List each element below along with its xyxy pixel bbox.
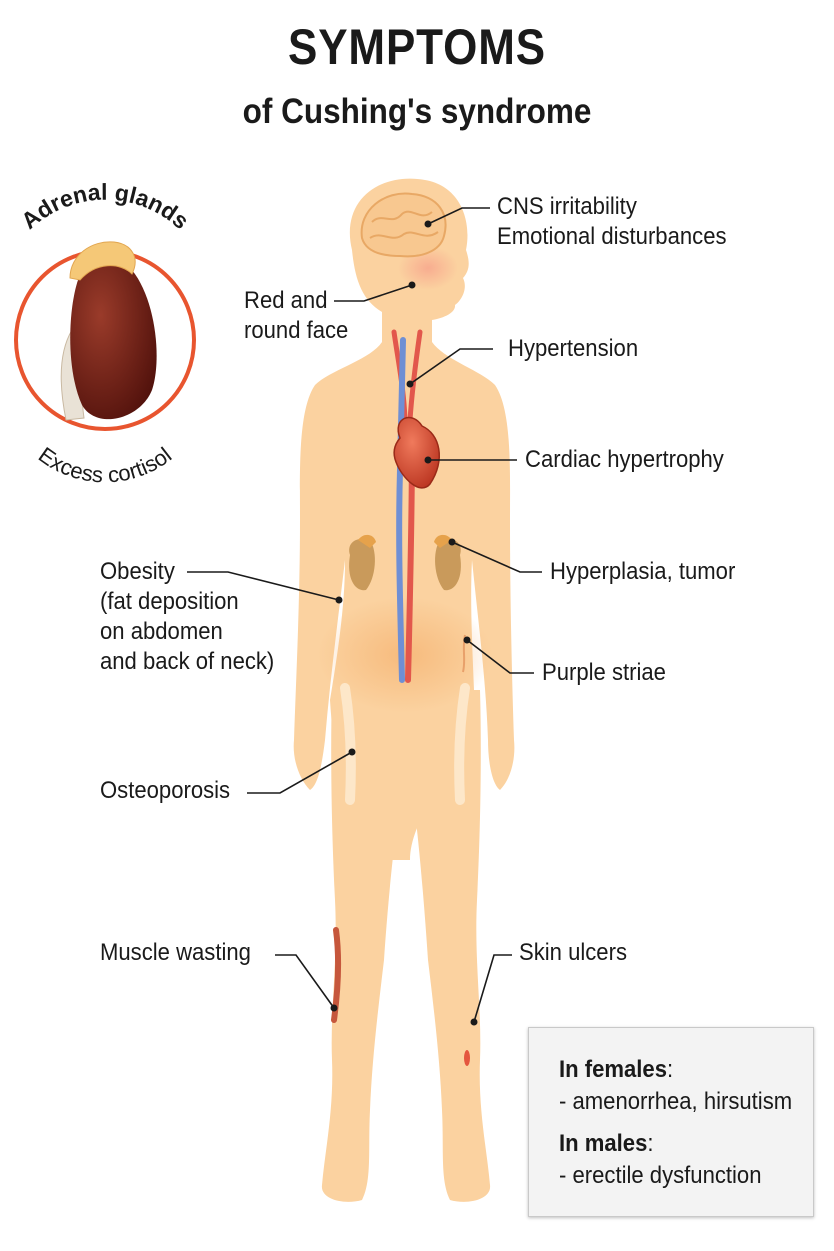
label-cardiac: Cardiac hypertrophy bbox=[525, 446, 724, 473]
label-striae: Purple striae bbox=[542, 659, 666, 686]
label-ulcers: Skin ulcers bbox=[519, 939, 627, 966]
leader-face bbox=[334, 284, 413, 302]
adrenal-right-icon bbox=[434, 534, 452, 548]
leader-muscle bbox=[275, 954, 335, 1009]
inset-bottom-label: Excess cortisol bbox=[34, 442, 176, 487]
label-cns: CNS irritability Emotional disturbances bbox=[497, 193, 727, 250]
label-hypertension: Hypertension bbox=[508, 335, 639, 362]
label-hyperplasia: Hyperplasia, tumor bbox=[550, 558, 736, 585]
males-heading: In males bbox=[559, 1130, 648, 1157]
adrenal-left-icon bbox=[358, 534, 376, 548]
leader-hyperplasia bbox=[451, 541, 542, 573]
adrenal-inset: Adrenal glands Excess cortisol bbox=[14, 179, 196, 487]
label-obesity: Obesity (fat deposition on abdomen and b… bbox=[100, 558, 275, 675]
page-subtitle: of Cushing's syndrome bbox=[242, 92, 592, 131]
females-heading: In females bbox=[559, 1056, 667, 1083]
heart-icon bbox=[393, 416, 440, 489]
leader-osteoporosis bbox=[247, 751, 353, 794]
kidney-right-icon bbox=[435, 538, 461, 591]
leader-hypertension bbox=[409, 348, 493, 385]
leader-ulcers bbox=[473, 954, 512, 1023]
males-text: - erectile dysfunction bbox=[559, 1162, 762, 1189]
leader-obesity bbox=[187, 571, 340, 601]
gender-info-box: In females: - amenorrhea, hirsutism In m… bbox=[528, 1027, 814, 1217]
adrenal-gland-icon bbox=[69, 241, 136, 281]
leader-striae bbox=[466, 639, 534, 674]
inset-top-label: Adrenal glands bbox=[16, 179, 194, 234]
pointer-dots bbox=[330, 220, 478, 1026]
leader-lines bbox=[187, 207, 542, 1023]
males-row: In males: bbox=[559, 1130, 654, 1157]
females-text: - amenorrhea, hirsutism bbox=[559, 1088, 793, 1115]
skin-ulcer-mark bbox=[464, 1050, 470, 1066]
leader-cns bbox=[427, 207, 490, 225]
page-title: SYMPTOMS bbox=[287, 19, 547, 75]
label-osteoporosis: Osteoporosis bbox=[100, 777, 231, 804]
femur-left bbox=[340, 683, 356, 805]
label-muscle: Muscle wasting bbox=[100, 939, 251, 966]
belly-fat-shading bbox=[317, 597, 493, 713]
brain-icon bbox=[360, 192, 447, 258]
femur-right bbox=[454, 683, 470, 805]
females-row: In females: bbox=[559, 1056, 674, 1083]
label-face: Red and round face bbox=[244, 287, 349, 344]
kidney-left-icon bbox=[349, 538, 375, 591]
kidney-icon bbox=[70, 259, 157, 420]
